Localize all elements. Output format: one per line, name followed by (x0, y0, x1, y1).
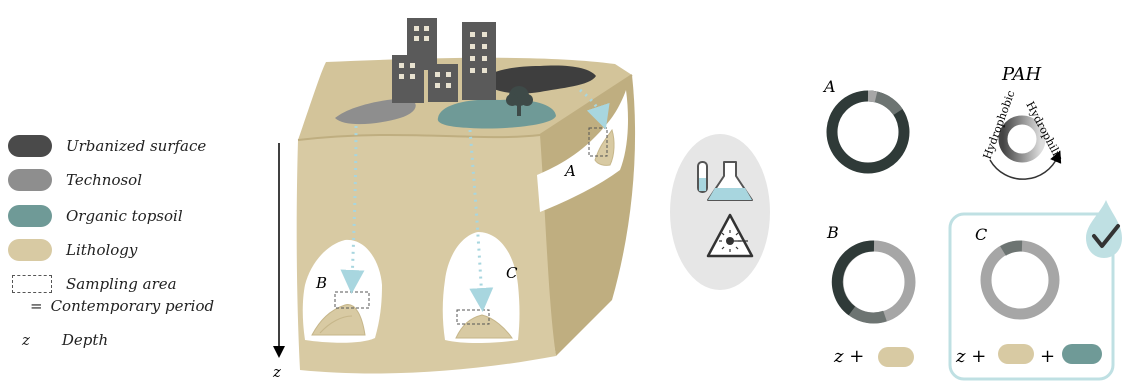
ring-a: A (822, 77, 904, 168)
ring-b-label: B (826, 223, 839, 242)
depth-axis-label: z (272, 363, 281, 381)
pah-title: PAH (1001, 64, 1041, 85)
building (462, 22, 496, 100)
building (428, 64, 458, 102)
site-c-label: C (506, 264, 518, 282)
plus-sign: + (1040, 346, 1055, 367)
site-a-label: A (563, 162, 576, 180)
check-droplet-icon (1086, 200, 1122, 258)
ring-c-label: C (975, 225, 987, 244)
site-b-label: B (315, 274, 327, 292)
building (392, 55, 424, 103)
lab-analysis-panel (670, 134, 770, 290)
organic-chip (1062, 344, 1102, 364)
z-plus-c: z + (955, 346, 986, 367)
ring-b: B z + (826, 223, 914, 367)
ring-a-label: A (822, 77, 836, 96)
z-plus-b: z + (833, 346, 864, 367)
lithology-chip (878, 347, 914, 367)
ring-c-panel: C z + + (950, 200, 1122, 379)
pah-hydrophobicity-scale: PAH Hydrophobic Hydrophilic (981, 64, 1066, 179)
lithology-chip (998, 344, 1034, 364)
depth-axis: z (272, 143, 281, 381)
